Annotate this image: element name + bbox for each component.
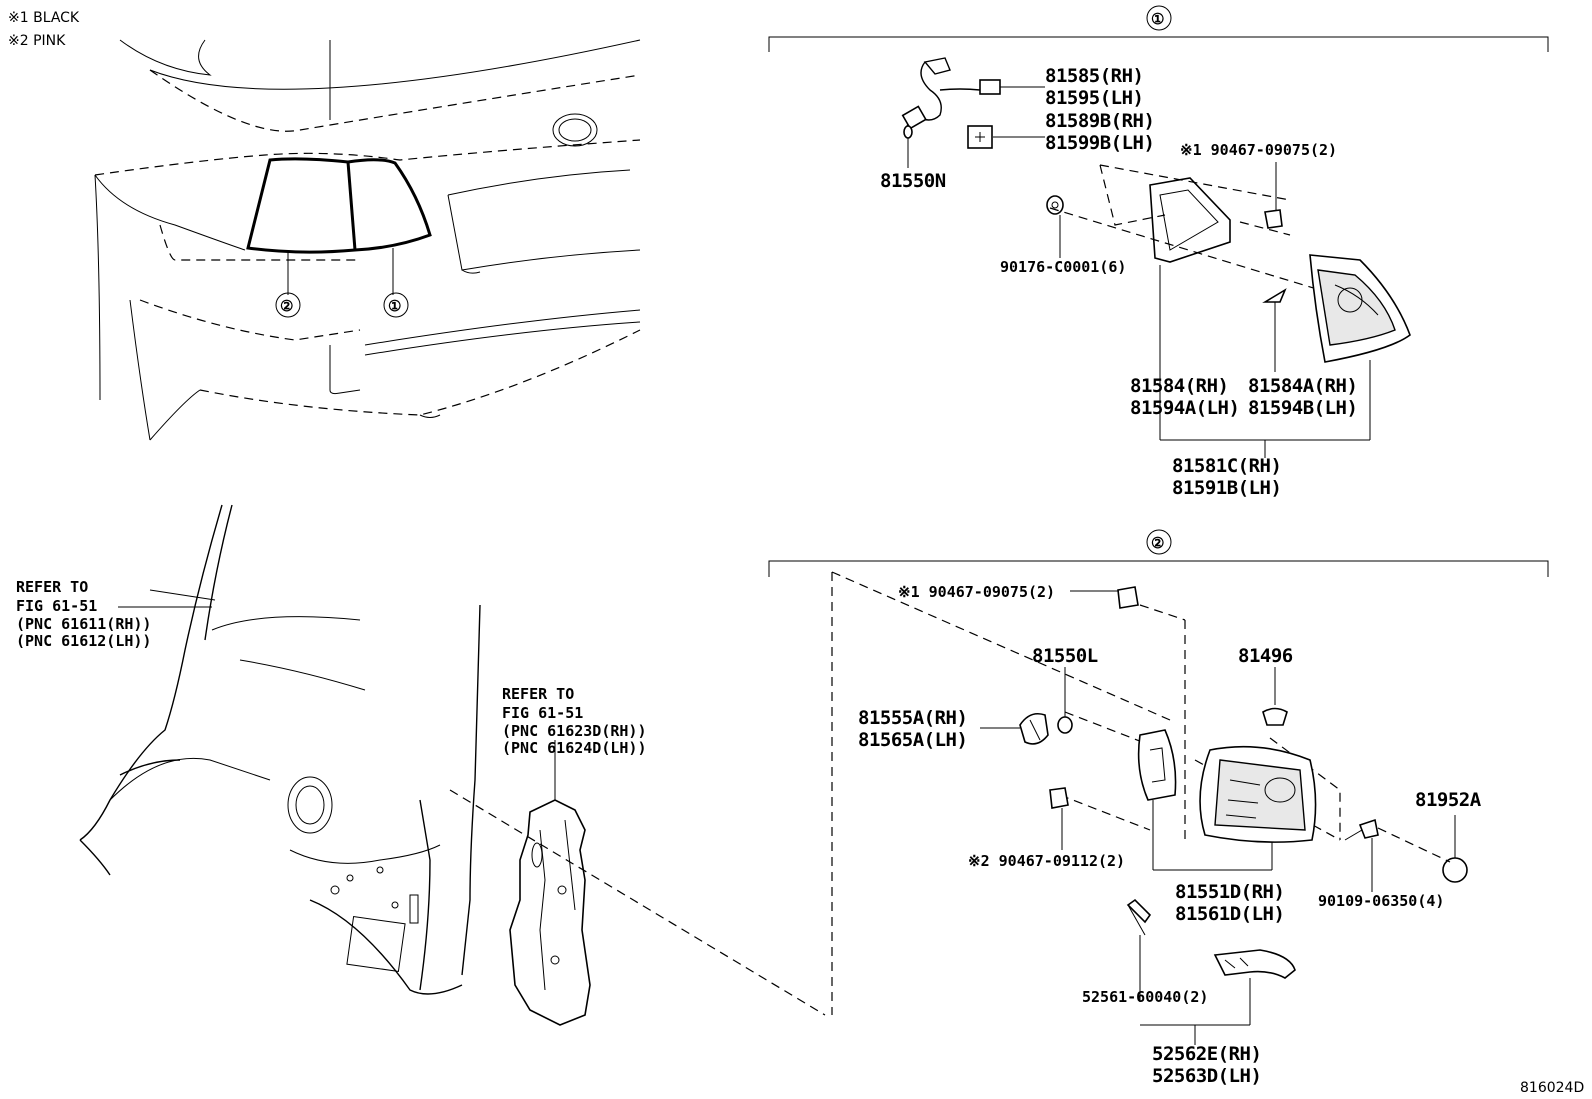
label-81581c: 81581C(RH) <box>1172 455 1281 477</box>
refer-to-note-2: REFER TO FIG 61-51 (PNC 61623D(RH)) (PNC… <box>502 685 647 757</box>
label-81594a: 81594A(LH) <box>1130 397 1239 419</box>
label-81555a: 81555A(RH) <box>858 707 967 729</box>
svg-text:REFER TO: REFER TO <box>502 685 574 703</box>
rear-lamp-outline <box>246 157 432 254</box>
label-52563d: 52563D(LH) <box>1152 1065 1261 1087</box>
note-black: ※1 BLACK <box>8 10 80 26</box>
svg-text:(PNC 61624D(LH)): (PNC 61624D(LH)) <box>502 739 647 757</box>
label-90467-09075-b: ※1 90467-09075(2) <box>898 583 1055 601</box>
label-81550l: 81550L <box>1032 645 1098 667</box>
label-81585: 81585(RH) <box>1045 65 1143 87</box>
label-81551d: 81551D(RH) <box>1175 881 1284 903</box>
label-81496: 81496 <box>1238 645 1293 667</box>
label-90109: 90109-06350(4) <box>1318 892 1444 910</box>
svg-text:(PNC 61612(LH)): (PNC 61612(LH)) <box>16 632 151 650</box>
label-81595: 81595(LH) <box>1045 87 1143 109</box>
label-81565a: 81565A(LH) <box>858 729 967 751</box>
gasket <box>1149 177 1231 263</box>
callout-1: ① <box>388 297 401 315</box>
svg-text:(PNC 61611(RH)): (PNC 61611(RH)) <box>16 615 151 633</box>
section-2-marker: ② <box>1151 534 1164 552</box>
label-81591b: 81591B(LH) <box>1172 477 1281 499</box>
label-81589b: 81589B(RH) <box>1045 110 1154 132</box>
label-81561d: 81561D(LH) <box>1175 903 1284 925</box>
callout-circle-1 <box>383 292 409 318</box>
callout-2: ② <box>280 297 293 315</box>
section-2: ② <box>768 529 1549 1087</box>
section-1-marker: ① <box>1151 10 1164 28</box>
label-81584a: 81584A(RH) <box>1248 375 1357 397</box>
quarter-panel <box>79 504 481 995</box>
label-81594b: 81594B(LH) <box>1248 397 1357 419</box>
svg-text:REFER TO: REFER TO <box>16 578 88 596</box>
label-90467-09112: ※2 90467-09112(2) <box>968 852 1125 870</box>
vehicle-rear-view: ② ① <box>94 39 641 441</box>
gasket-2 <box>1137 729 1177 801</box>
callout-circle-2 <box>275 292 301 318</box>
note-pink: ※2 PINK <box>8 33 66 49</box>
label-81584: 81584(RH) <box>1130 375 1228 397</box>
svg-text:FIG 61-51: FIG 61-51 <box>502 704 583 722</box>
refer-to-note-1: REFER TO FIG 61-51 (PNC 61611(RH)) (PNC … <box>16 578 212 650</box>
label-81550n: 81550N <box>880 170 946 192</box>
bracket-panel <box>449 740 826 1026</box>
label-52561: 52561-60040(2) <box>1082 988 1208 1006</box>
label-52562e: 52562E(RH) <box>1152 1043 1261 1065</box>
label-90467-09075-a: ※1 90467-09075(2) <box>1180 141 1337 159</box>
label-90176: 90176-C0001(6) <box>1000 258 1126 276</box>
svg-text:FIG 61-51: FIG 61-51 <box>16 597 97 615</box>
section-1: ① 81585(RH) <box>768 5 1549 499</box>
label-81599b: 81599B(LH) <box>1045 132 1154 154</box>
svg-text:(PNC 61623D(RH)): (PNC 61623D(RH)) <box>502 722 647 740</box>
label-81952a: 81952A <box>1415 789 1482 811</box>
figure-id: 816024D <box>1520 1080 1584 1096</box>
